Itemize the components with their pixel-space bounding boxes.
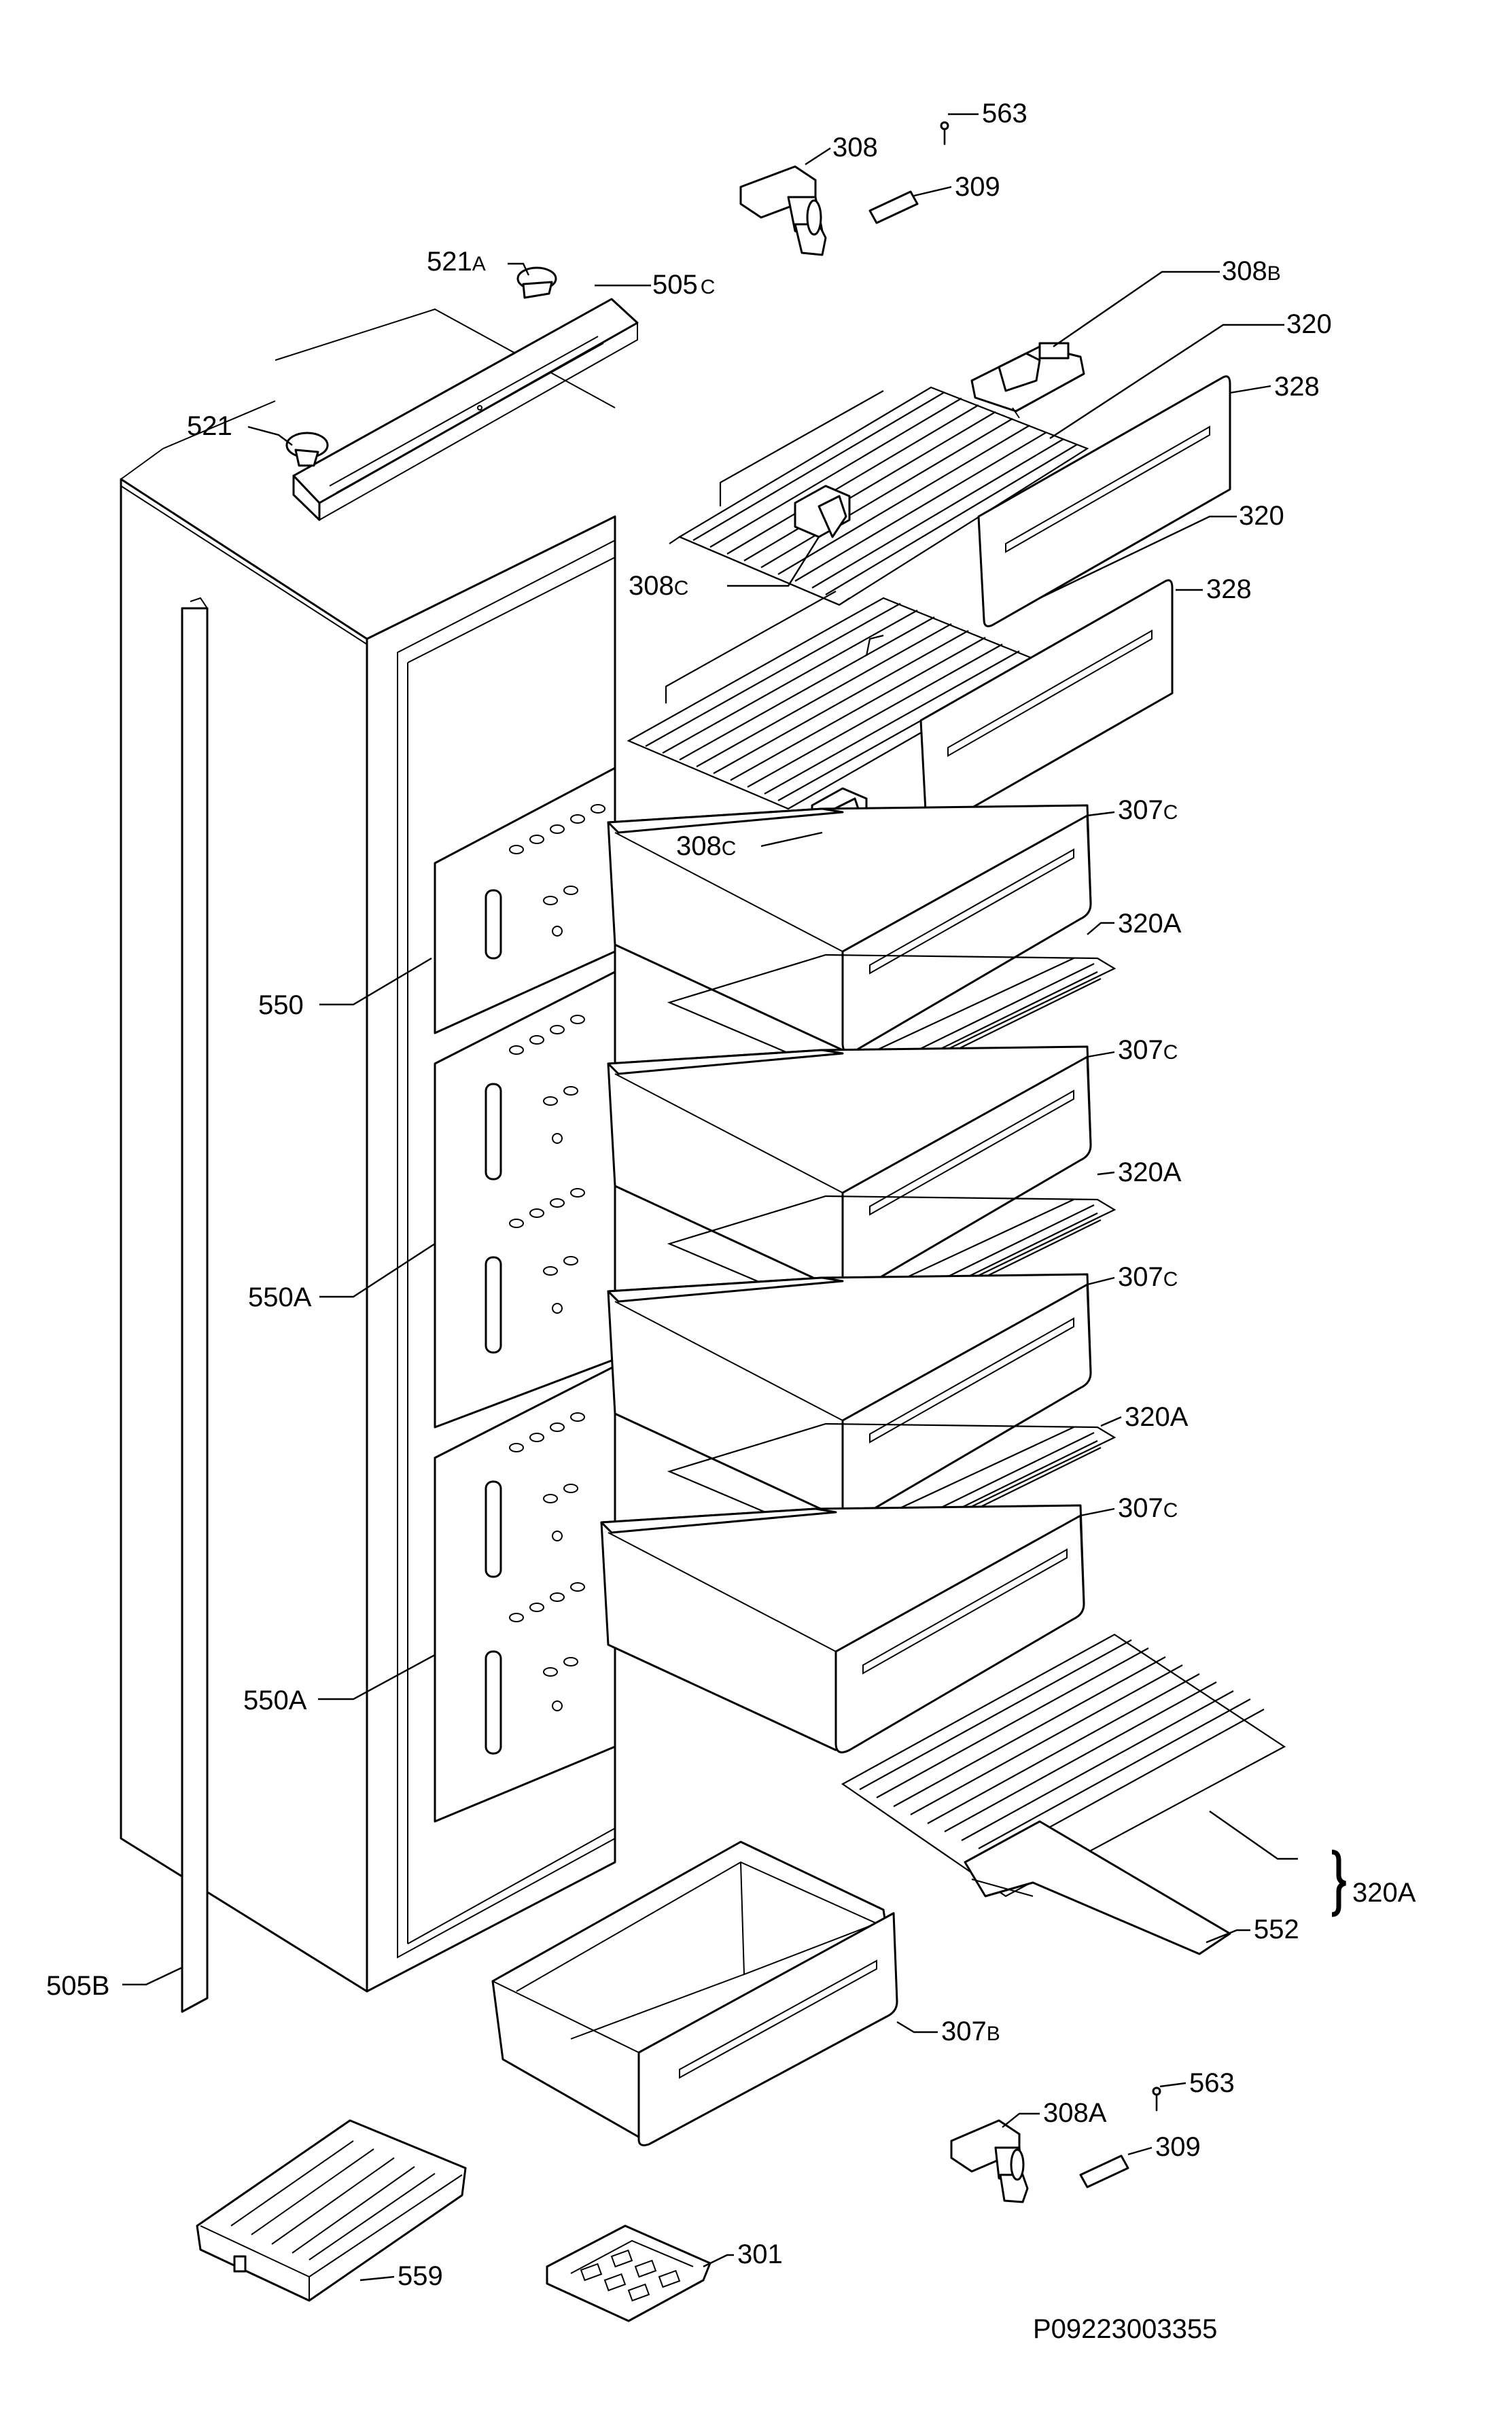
wire-shelf-320A-bottom [841,1633,1286,1898]
drawing-code: P09223003355 [1033,2314,1217,2344]
label-308A: 308A [1043,2098,1107,2128]
divider-panel-550 [434,767,616,1034]
label-320A-1: 320A [1118,909,1182,939]
drawer-307B [491,1840,898,2146]
label-563-top: 563 [982,99,1027,128]
label-552: 552 [1254,1915,1299,1944]
label-301: 301 [737,2239,783,2269]
label-309-top: 309 [955,172,1000,202]
divider-panel-550A-upper [434,971,616,1429]
label-328-upper: 328 [1274,372,1320,402]
label-308B: 308B [1222,256,1281,286]
hinge-308B [970,342,1085,419]
label-307C-2: 307C [1118,1035,1178,1065]
tray-559 [196,2119,467,2302]
label-320A-3: 320A [1125,1402,1189,1432]
label-307B: 307B [941,2016,1000,2046]
label-309-bottom: 309 [1155,2132,1201,2162]
label-521A: 521A [427,247,486,277]
hinge-308 [739,165,827,256]
label-320-upper: 320 [1286,309,1332,339]
screw-563-top [940,121,949,145]
label-308C-upper: 308C [629,571,688,601]
label-307C-1: 307C [1118,795,1178,825]
wire-shelf-320-upper [669,386,1089,657]
label-328-lower: 328 [1206,574,1252,604]
label-320-lower: 320 [1239,501,1284,531]
shelf-rail-552 [964,1820,1231,1955]
label-307C-4: 307C [1118,1493,1178,1523]
front-panel-328-upper [977,375,1231,627]
drawer-307C-2 [607,1045,1092,1295]
door-seal-505B [181,597,209,2013]
screw-563-bottom [1152,2086,1161,2112]
front-panel-328-lower [919,579,1174,831]
label-320A-bottom: 320A [1352,1878,1416,1908]
label-320A-2: 320A [1118,1157,1182,1187]
label-550A-upper: 550A [248,1282,312,1312]
hinge-308A [950,2119,1029,2203]
cover-plate-309-top [868,190,919,224]
drawer-307C-1 [607,804,1092,1053]
label-563-bottom: 563 [1189,2068,1235,2098]
cover-plate-309-bottom [1079,2154,1129,2188]
label-521: 521 [187,411,232,441]
label-307C-3: 307C [1118,1262,1178,1292]
drawer-307C-4 [600,1504,1085,1753]
hinge-308C-upper [794,485,851,538]
top-rail-505C [292,298,639,521]
label-308: 308 [832,133,878,162]
divider-panel-550A-lower [434,1365,616,1823]
label-505B: 505B [46,1971,109,2001]
drawer-307C-3 [607,1273,1092,1522]
label-550: 550 [258,990,304,1020]
leader-lines [122,113,1298,2282]
label-559: 559 [398,2261,443,2291]
hinge-cap-521A [516,266,557,299]
hinge-cap-521 [285,432,329,467]
label-550A-lower: 550A [243,1686,307,1715]
label-308C-lower: 308C [676,831,736,861]
brace-320A [1331,1849,1346,1917]
ice-tray-301 [546,2224,711,2322]
